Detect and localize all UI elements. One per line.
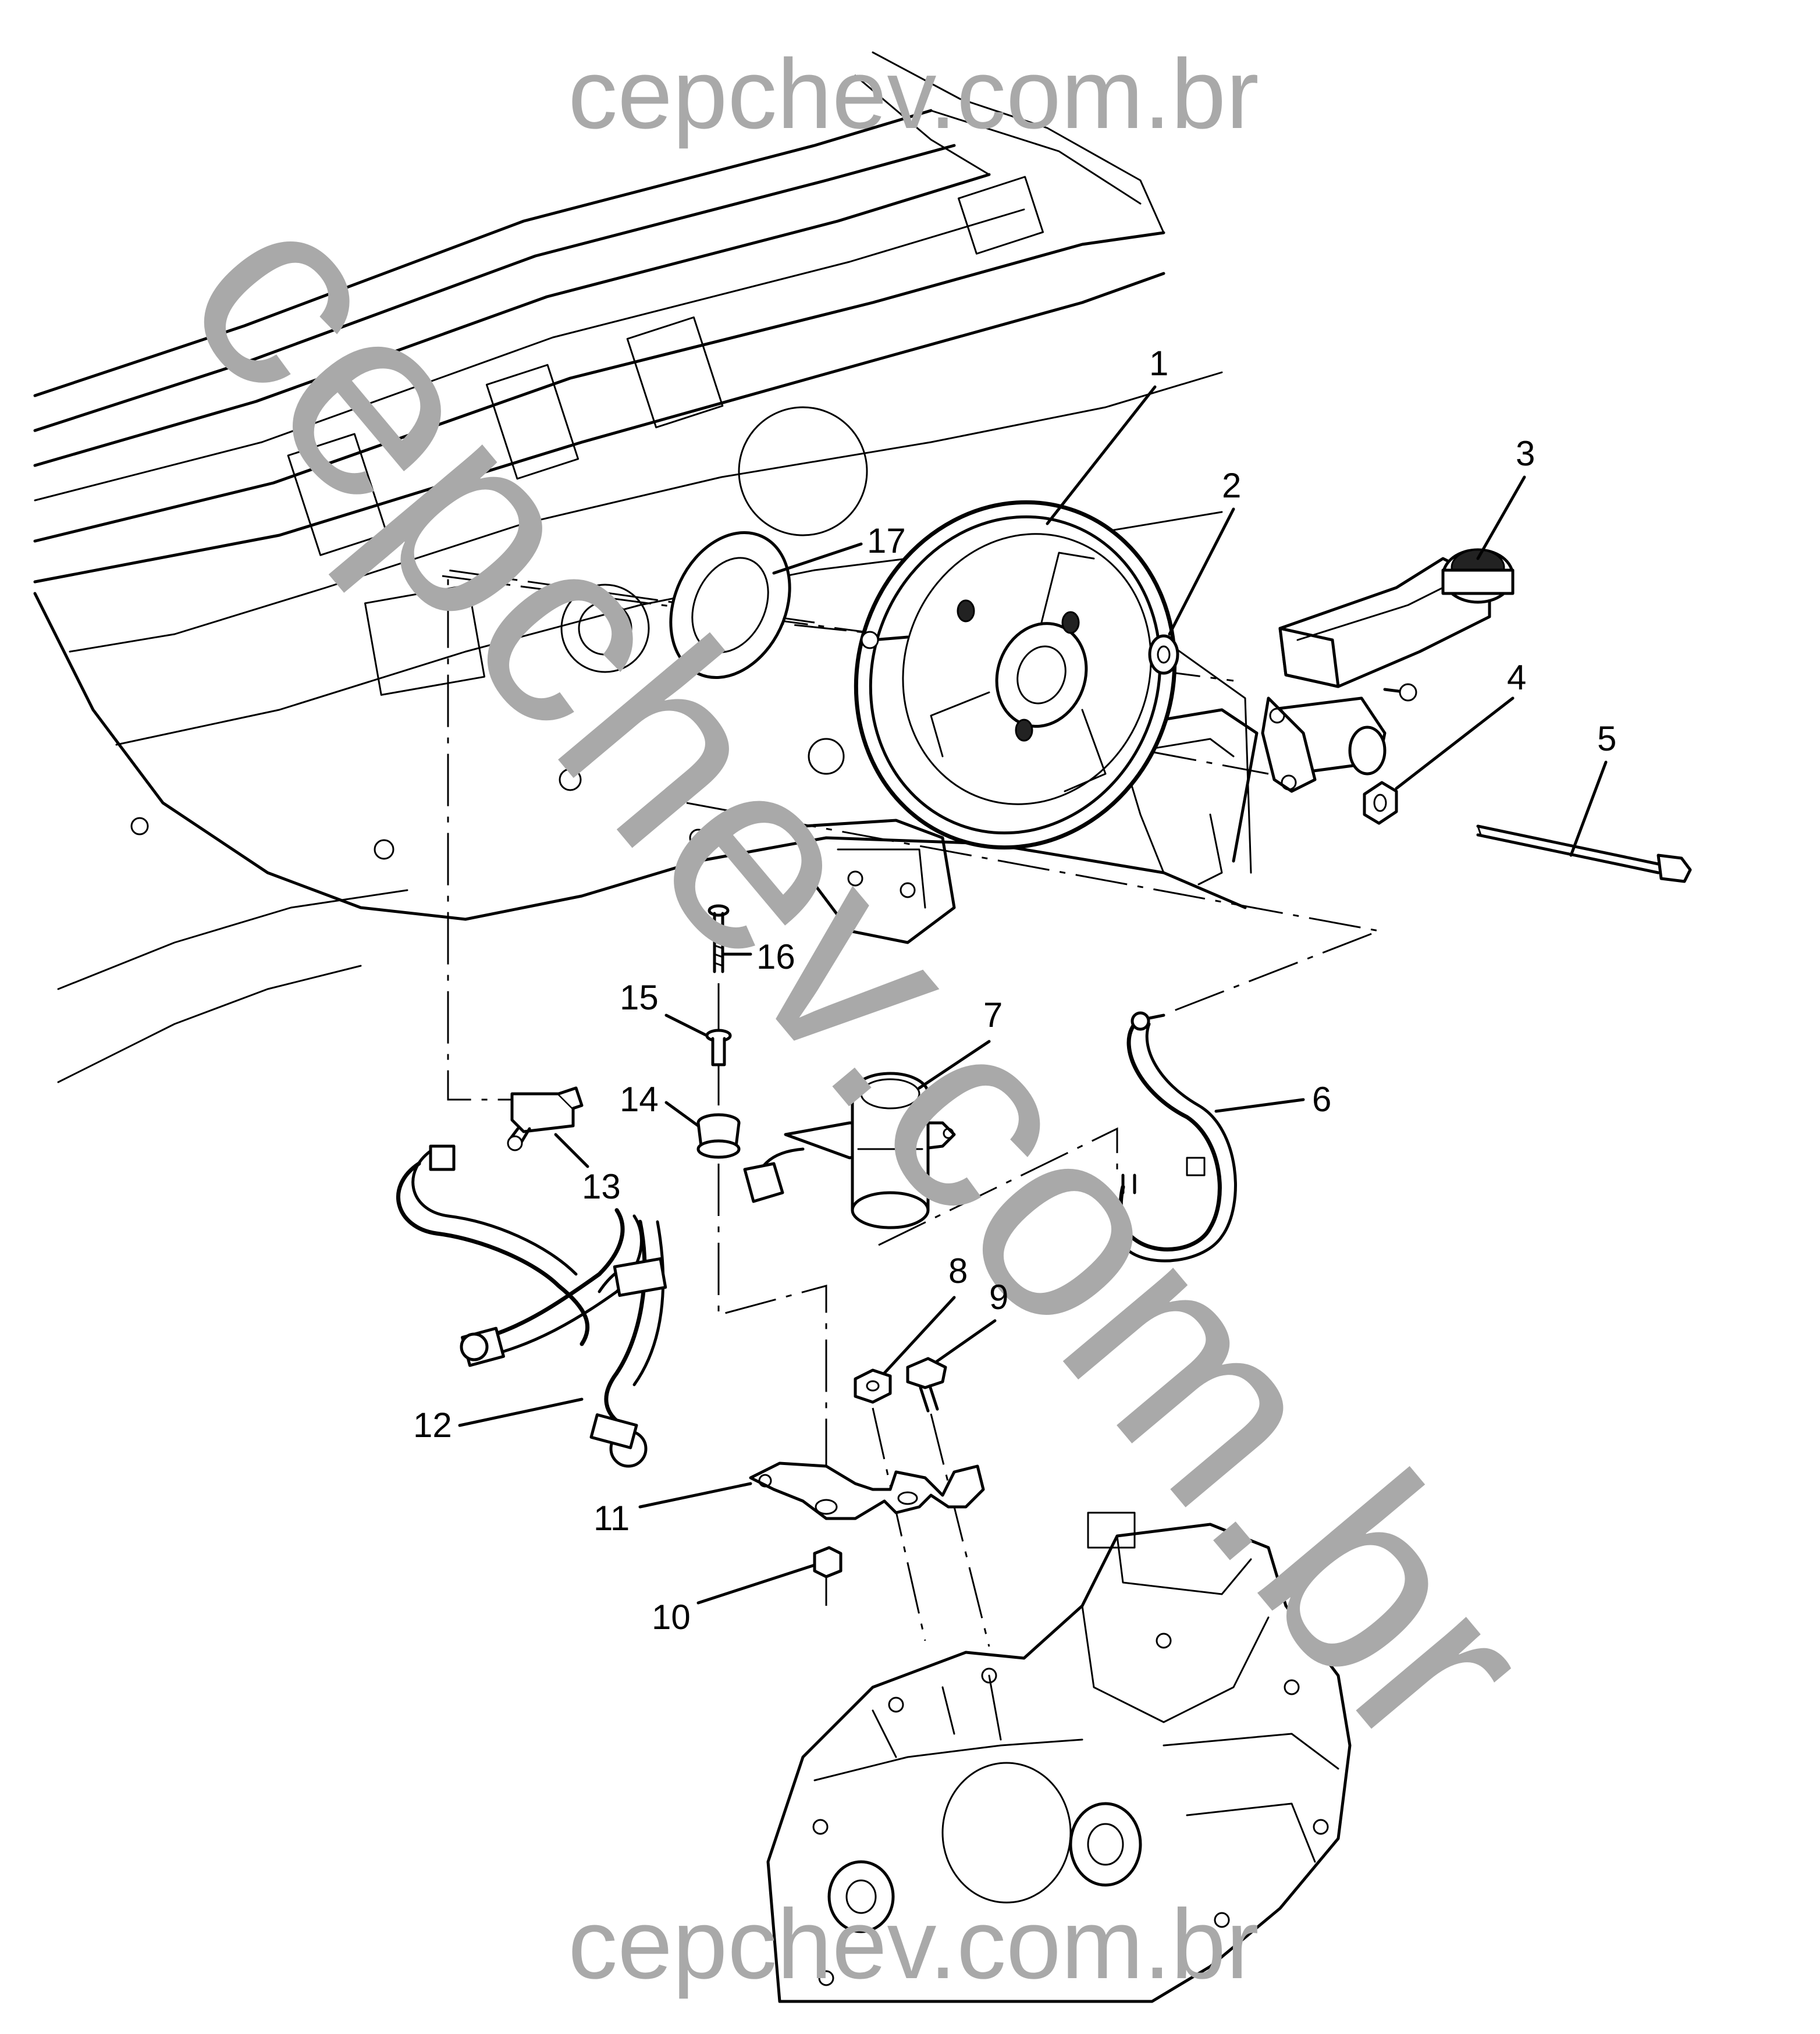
lower-nut [813, 1546, 843, 1578]
callout-10: 10 [652, 1598, 691, 1637]
callout-14: 14 [620, 1080, 659, 1119]
callout-15: 15 [620, 978, 659, 1017]
flange-nut [854, 1368, 892, 1404]
watermark-diagonal: cepchev.com.br [129, 144, 1591, 1804]
callout-2: 2 [1222, 466, 1241, 505]
flange-bolt [906, 1357, 947, 1413]
center-lines [442, 569, 1382, 1647]
pressure-sensor [507, 1086, 584, 1151]
callout-12: 12 [413, 1406, 452, 1445]
mounting-bolt [708, 904, 730, 973]
spacer [705, 1029, 732, 1066]
vacuum-hose [1118, 1011, 1237, 1263]
body-structure [33, 51, 1259, 1083]
gasket [669, 531, 791, 679]
hose-assembly [396, 1144, 667, 1468]
callout-4: 4 [1507, 658, 1526, 697]
vacuum-pump [743, 1072, 956, 1229]
callout-13: 13 [582, 1167, 621, 1206]
nut [1363, 781, 1398, 825]
watermark-bottom: cepchev.com.br [568, 1889, 1259, 2000]
master-cylinder [1261, 548, 1515, 793]
grommet [696, 1113, 741, 1159]
callout-16: 16 [756, 937, 795, 976]
callout-17: 17 [867, 521, 906, 560]
watermark-top: cepchev.com.br [568, 39, 1259, 150]
callout-11: 11 [593, 1499, 630, 1538]
long-bolt [1476, 824, 1692, 883]
pump-bracket [749, 1462, 985, 1520]
callout-5: 5 [1597, 719, 1616, 758]
brake-booster [854, 500, 1177, 850]
callout-1: 1 [1149, 344, 1168, 383]
callout-6: 6 [1312, 1080, 1331, 1119]
callout-9: 9 [989, 1278, 1008, 1317]
washer [1148, 634, 1179, 675]
callout-7: 7 [983, 995, 1003, 1034]
transmission-housing [766, 1512, 1352, 2003]
callout-8: 8 [948, 1251, 968, 1290]
callout-3: 3 [1516, 434, 1535, 473]
callout-leaders [458, 385, 1608, 1605]
